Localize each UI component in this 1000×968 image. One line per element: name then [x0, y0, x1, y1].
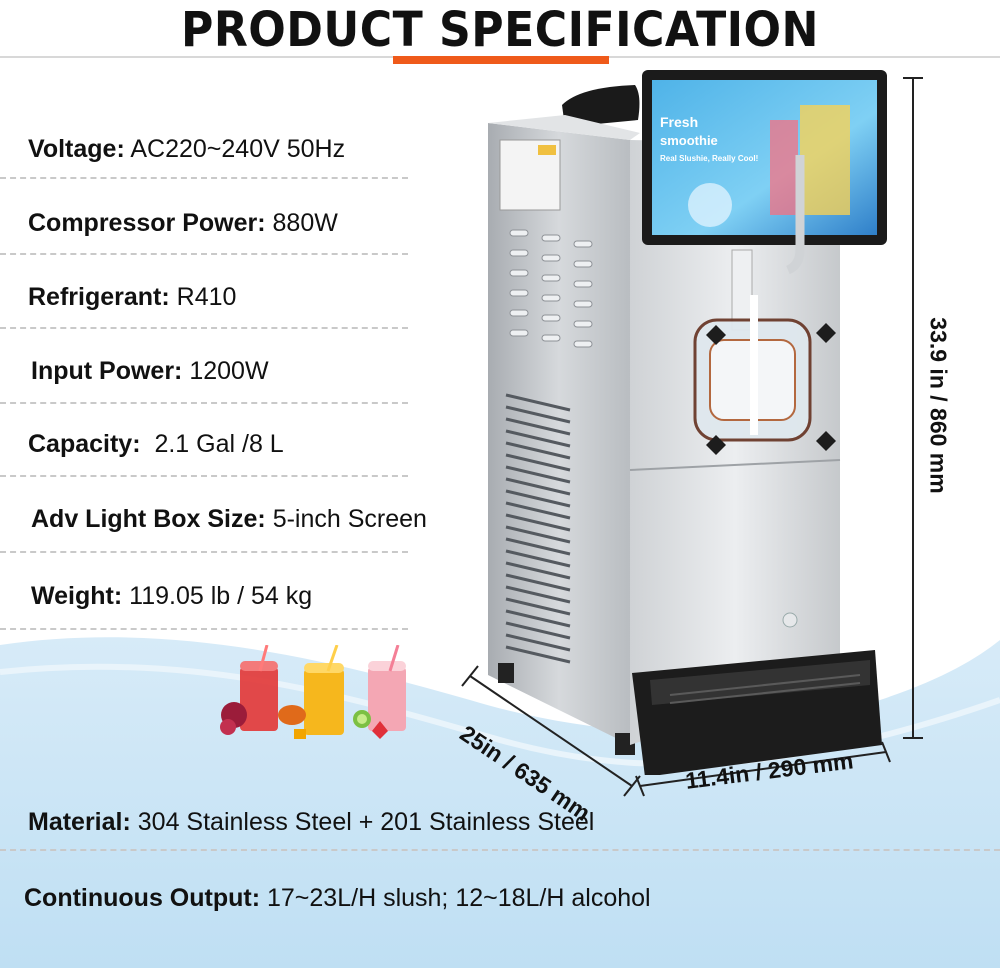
spec-voltage: Voltage: AC220~240V 50Hz — [28, 135, 345, 164]
spec-label: Input Power: — [31, 357, 183, 385]
spec-divider — [0, 551, 408, 553]
spec-value: AC220~240V 50Hz — [130, 135, 346, 163]
spec-label: Voltage: — [28, 135, 125, 163]
spec-label: Refrigerant: — [28, 283, 170, 311]
spec-divider — [0, 402, 408, 404]
spec-divider — [0, 475, 408, 477]
spec-label: Continuous Output: — [24, 884, 261, 912]
page-title: PRODUCT SPECIFICATION — [181, 2, 819, 58]
spec-value: 119.05 lb / 54 kg — [129, 582, 313, 610]
spec-label: Weight: — [31, 582, 123, 610]
spec-value: 17~23L/H slush; 12~18L/H alcohol — [267, 884, 651, 912]
spec-value: 5-inch Screen — [272, 505, 427, 533]
spec-light-box-size: Adv Light Box Size: 5-inch Screen — [31, 505, 427, 534]
spec-label: Adv Light Box Size: — [31, 505, 266, 533]
spec-divider — [0, 849, 1000, 851]
spec-divider — [0, 177, 408, 179]
spec-label: Compressor Power: — [28, 209, 266, 237]
spec-input-power: Input Power: 1200W — [31, 357, 269, 386]
slush-machine-image: Fresh smoothie Real Slushie, Really Cool… — [488, 70, 887, 775]
spec-value: 304 Stainless Steel + 201 Stainless Stee… — [137, 808, 595, 836]
spec-material: Material: 304 Stainless Steel + 201 Stai… — [28, 808, 594, 837]
spec-continuous-output: Continuous Output: 17~23L/H slush; 12~18… — [24, 884, 651, 913]
smoothie-drinks-illustration — [220, 645, 406, 739]
spec-value: 1200W — [189, 357, 269, 385]
height-dimension-label: 33.9 in / 860 mm — [925, 317, 952, 494]
title-accent-bar — [393, 56, 609, 64]
spec-weight: Weight: 119.05 lb / 54 kg — [31, 582, 312, 611]
spec-label: Material: — [28, 808, 131, 836]
screen-text-fresh: Fresh — [660, 114, 698, 130]
spec-compressor-power: Compressor Power: 880W — [28, 209, 338, 238]
spec-value: R410 — [176, 283, 237, 311]
spec-capacity: Capacity: 2.1 Gal /8 L — [28, 430, 284, 459]
spec-divider — [0, 253, 408, 255]
screen-text-tagline: Real Slushie, Really Cool! — [660, 154, 758, 163]
spec-divider — [0, 628, 408, 630]
spec-divider — [0, 327, 408, 329]
spec-value: 2.1 Gal /8 L — [147, 430, 284, 458]
screen-text-smoothie: smoothie — [660, 133, 718, 148]
spec-label: Capacity: — [28, 430, 141, 458]
spec-refrigerant: Refrigerant: R410 — [28, 283, 236, 312]
spec-value: 880W — [272, 209, 338, 237]
